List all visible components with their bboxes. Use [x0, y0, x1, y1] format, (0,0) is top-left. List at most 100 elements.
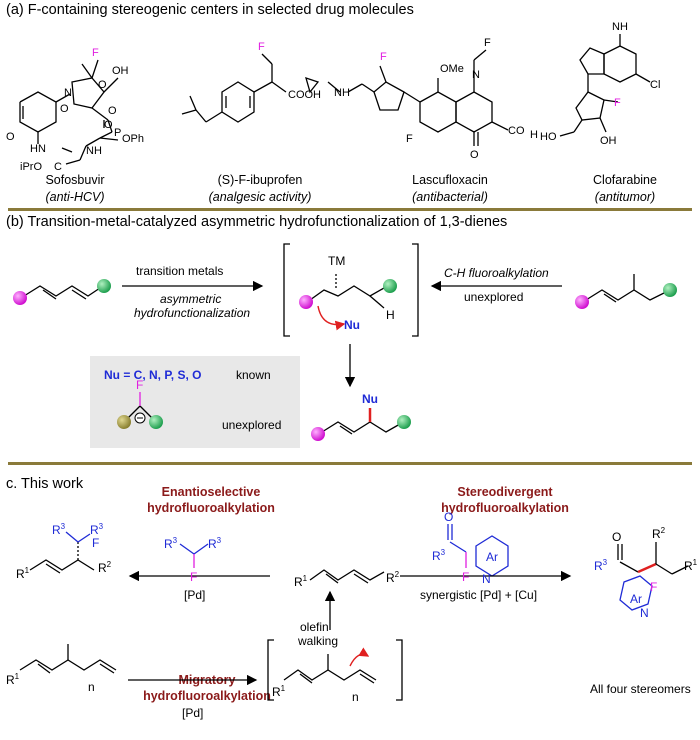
green-ball-nucleophile [149, 415, 163, 429]
label-n-reagent: N [482, 572, 491, 586]
curved-arrow-walking [349, 647, 370, 667]
drug-activity-sofosbuvir: (anti-HCV) [45, 190, 105, 204]
svg-text:N: N [64, 87, 72, 99]
label-r3-product: R [594, 559, 603, 573]
label-walking: walking [298, 634, 339, 648]
head-stereodivergent-2: hydrofluoroalkylation [441, 501, 569, 515]
label-h-intermediate: H [386, 308, 395, 322]
svg-text:O: O [60, 103, 69, 115]
label-r2-product: R [652, 527, 661, 541]
label-nu-product: Nu [362, 392, 378, 406]
divider-a-b [8, 208, 692, 211]
sugar-ring [71, 77, 105, 109]
label-tm: TM [328, 254, 346, 268]
svg-text:NH: NH [86, 145, 102, 157]
label-ch-fluoroalkylation: C-H fluoroalkylation [444, 266, 549, 280]
svg-text:OPh: OPh [122, 133, 144, 145]
label-n-product: N [640, 606, 649, 620]
svg-text:O: O [98, 79, 107, 91]
drug-name-sofosbuvir: Sofosbuvir [45, 173, 105, 187]
label-o-reagent: O [444, 510, 454, 524]
label-r1-left: R [16, 567, 25, 581]
section-b-scheme [13, 243, 677, 448]
svg-text:F: F [484, 37, 491, 49]
label-n-intermediate: n [352, 690, 359, 704]
pyrrolidine-ring [373, 81, 405, 111]
svg-text:NH: NH [612, 21, 628, 33]
svg-text:O: O [108, 105, 117, 117]
svg-text:C: C [54, 161, 62, 172]
svg-text:F: F [380, 51, 387, 63]
svg-text:F: F [258, 41, 265, 53]
label-known: known [236, 368, 271, 382]
label-r2-diene: R [386, 571, 395, 585]
svg-text:F: F [614, 97, 621, 109]
clofarabine-sugar [575, 91, 605, 121]
label-r3-reagent-a: R [164, 537, 173, 551]
section-a-title: (a) F-containing stereogenic centers in … [6, 2, 414, 18]
head-enantioselective-2: hydrofluoroalkylation [147, 501, 275, 515]
label-asymmetric: asymmetric [160, 292, 222, 306]
section-c-title: c. This work [6, 476, 84, 492]
label-f-ketone: F [462, 570, 470, 584]
label-r2-left: R [98, 561, 107, 575]
svg-text:iPrO: iPrO [20, 161, 42, 172]
label-hydrofunctionalization: hydrofunctionalization [134, 306, 251, 320]
section-c-scheme [19, 524, 689, 701]
magenta-ball-product [311, 427, 325, 441]
svg-text:O: O [470, 149, 479, 161]
svg-text:O: O [6, 131, 15, 143]
svg-text:NH: NH [334, 87, 350, 99]
svg-text:O: O [104, 119, 113, 131]
divider-b-c [8, 462, 692, 465]
nucleophile-box [90, 356, 300, 448]
cyclopropyl [305, 76, 320, 94]
svg-text:HO: HO [540, 131, 557, 143]
benzene-ring-ibuprofen [221, 81, 255, 123]
label-transition-metals: transition metals [136, 264, 224, 278]
svg-text:H: H [530, 129, 538, 141]
label-f-left: F [92, 536, 100, 550]
head-migratory-2: hydrofluoroalkylation [143, 689, 271, 703]
magenta-ball-alkene [575, 295, 589, 309]
purine-ring-6 [603, 45, 637, 83]
label-pd-left: [Pd] [184, 588, 206, 602]
label-r3-left-b: R [90, 523, 99, 537]
label-nu-known: Nu = C, N, P, S, O [104, 368, 202, 382]
label-pd-bottom: [Pd] [182, 706, 204, 720]
green-ball-product [397, 415, 411, 429]
label-f-product: F [650, 580, 658, 594]
label-n-bottom: n [88, 680, 95, 694]
label-f-reagent: F [190, 570, 198, 584]
label-ar-product: Ar [630, 592, 642, 606]
drug-activity-lascufloxacin: (antibacterial) [412, 190, 488, 204]
quinolone-ring-b [455, 91, 493, 133]
svg-text:F: F [406, 133, 413, 145]
svg-text:Cl: Cl [650, 79, 660, 91]
drug-name-lascufloxacin: Lascufloxacin [412, 173, 488, 187]
section-a-structures: F OH O N O HN O O P O OPh NH iPrO C F CO… [6, 21, 660, 172]
label-all-four-stereomers: All four stereomers [590, 682, 691, 696]
drug-name-clofarabine: Clofarabine [593, 173, 657, 187]
green-ball-diene [97, 279, 111, 293]
label-synergistic: synergistic [Pd] + [Cu] [420, 588, 538, 602]
green-ball-intermediate [383, 279, 397, 293]
svg-text:OH: OH [112, 65, 129, 77]
head-enantioselective-1: Enantioselective [161, 485, 261, 499]
olive-ball-nucleophile [117, 415, 131, 429]
curved-arrow-nu [317, 305, 346, 331]
purine-ring-5 [579, 47, 605, 75]
label-r1-bottom: R [6, 673, 15, 687]
quinolone-ring-a [419, 91, 457, 133]
svg-text:OH: OH [600, 135, 617, 147]
label-r1-diene: R [294, 575, 303, 589]
label-olefin: olefin [300, 620, 329, 634]
svg-text:CO: CO [508, 125, 525, 137]
drug-activity-clofarabine: (antitumor) [594, 190, 656, 204]
label-o-product: O [612, 530, 622, 544]
label-unexplored-right: unexplored [464, 290, 524, 304]
magenta-ball-intermediate [299, 295, 313, 309]
green-ball-alkene [663, 283, 677, 297]
label-ar-reagent: Ar [486, 550, 498, 564]
label-unexplored-box: unexplored [222, 418, 282, 432]
